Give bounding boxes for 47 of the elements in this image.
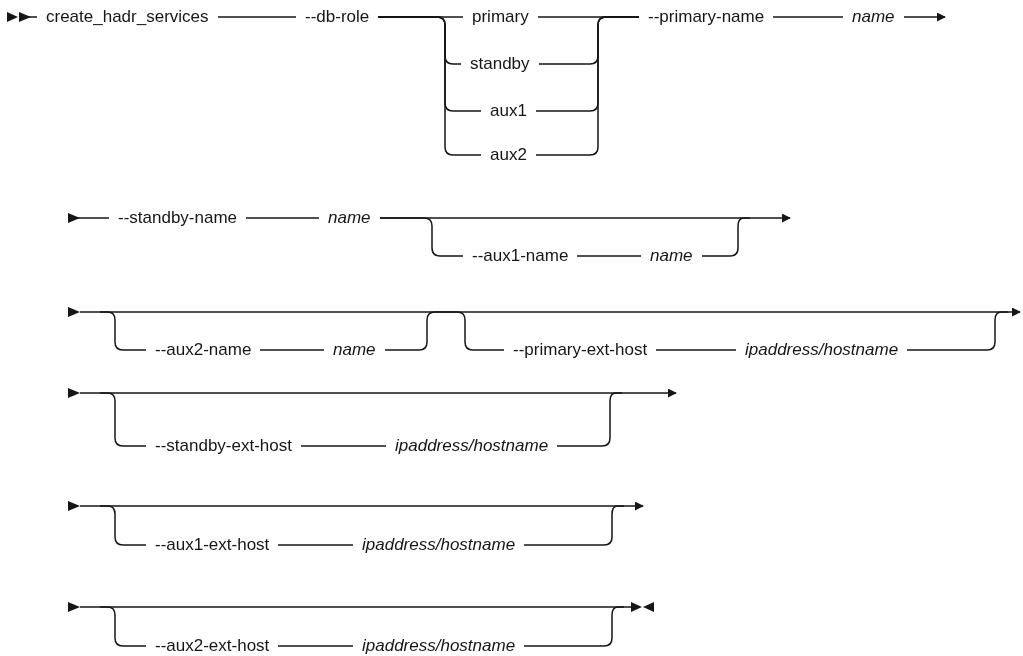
keyword-text: standby <box>470 53 530 75</box>
arrow <box>18 12 38 22</box>
variable-text: name <box>650 245 693 267</box>
connector-line <box>300 445 387 447</box>
connector-line <box>377 16 482 156</box>
connector-line <box>277 645 354 647</box>
connector-line <box>772 16 844 18</box>
variable-text: name <box>333 339 376 361</box>
connector-line <box>556 392 623 447</box>
keyword-text: --aux2-name <box>155 339 252 361</box>
connector-line <box>99 505 147 546</box>
connector-line <box>384 311 505 351</box>
arrow <box>903 12 946 22</box>
connector-line <box>245 217 320 219</box>
connector-line <box>535 16 640 156</box>
connector-line <box>99 606 147 647</box>
connector-line <box>523 606 625 647</box>
keyword-text: aux1 <box>490 100 527 122</box>
arrow <box>67 213 110 223</box>
variable-text: name <box>852 6 895 28</box>
variable-text: name <box>328 207 371 229</box>
variable-text: ipaddress/hostname <box>362 534 516 556</box>
variable-text: ipaddress/hostname <box>362 635 516 656</box>
connector-line <box>655 349 737 351</box>
variable-text: ipaddress/hostname <box>395 435 549 457</box>
keyword-text: primary <box>472 6 529 28</box>
connector-line <box>99 311 147 351</box>
connector-line <box>906 311 1009 351</box>
connector-line <box>277 544 354 546</box>
keyword-text: --db-role <box>305 6 370 28</box>
keyword-text: create_hadr_services <box>46 6 209 28</box>
keyword-text: --standby-name <box>118 207 238 229</box>
variable-text: ipaddress/hostname <box>745 339 899 361</box>
keyword-text: --standby-ext-host <box>155 435 292 457</box>
keyword-text: --primary-ext-host <box>513 339 648 361</box>
connector-line <box>576 255 642 257</box>
keyword-text: aux2 <box>490 144 527 166</box>
keyword-text: --aux1-ext-host <box>155 534 270 556</box>
connector-line <box>217 16 297 18</box>
connector-line <box>379 217 464 257</box>
keyword-text: --aux1-name <box>472 245 569 267</box>
connector-line <box>259 349 325 351</box>
connector-line <box>99 392 147 447</box>
keyword-text: --aux2-ext-host <box>155 635 270 656</box>
connector-line <box>701 217 751 257</box>
keyword-text: --primary-name <box>648 6 765 28</box>
connector-line <box>523 505 625 546</box>
